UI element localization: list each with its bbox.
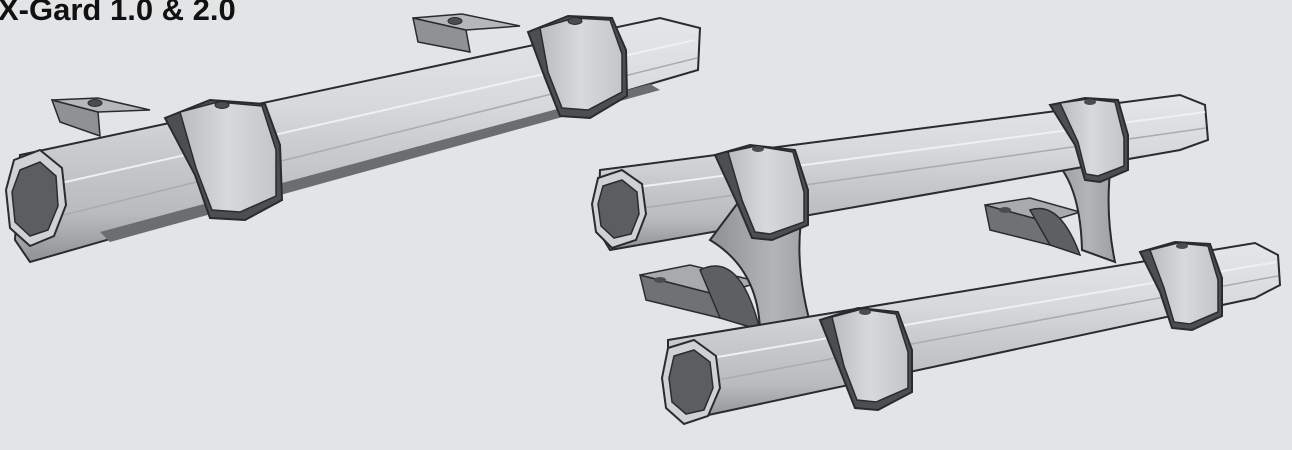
x-gard-1-assembly	[4, 13, 702, 264]
rail	[13, 16, 702, 264]
rail-end	[4, 148, 68, 248]
x-gard-2-assembly	[590, 93, 1282, 426]
mounting-bracket	[50, 97, 151, 138]
rail-clamp	[526, 14, 629, 120]
product-title: X-Gard 1.0 & 2.0	[0, 0, 236, 27]
rail-clamp	[1048, 96, 1129, 184]
rail-clamp	[818, 306, 913, 412]
rail-clamp	[713, 143, 809, 242]
rail-end	[660, 338, 722, 426]
rail-clamp	[163, 98, 284, 222]
rail-clamp	[1138, 240, 1223, 332]
mounting-bracket	[412, 13, 521, 53]
rail-end	[590, 168, 648, 250]
